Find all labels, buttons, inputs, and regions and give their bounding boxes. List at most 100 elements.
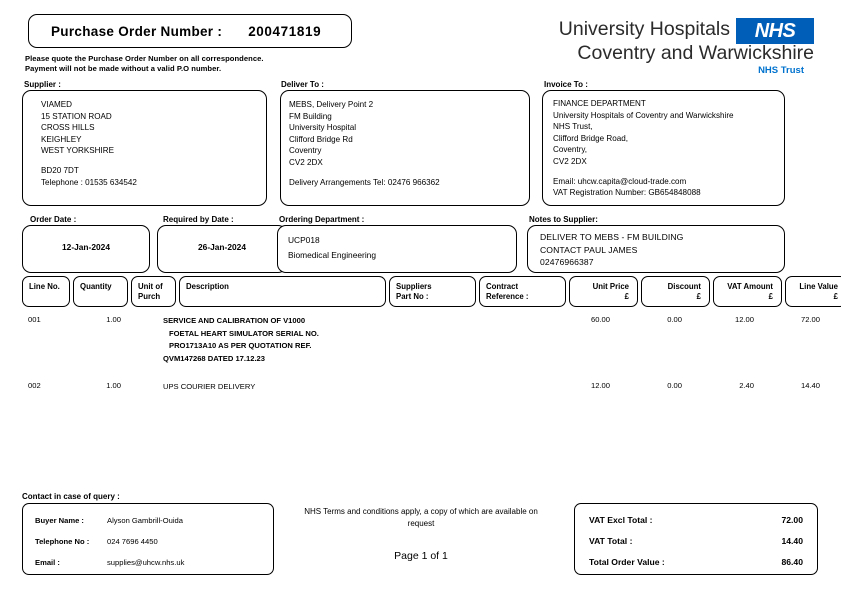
supplier-line-4: WEST YORKSHIRE (41, 146, 115, 156)
purchase-order-number: 200471819 (248, 23, 322, 39)
purchase-order-label: Purchase Order Number : (51, 23, 223, 39)
required-by-caption: Required by Date : (163, 215, 234, 224)
total-label-vat: VAT Total : (589, 536, 633, 546)
supplier-postcode: BD20 7DT (41, 165, 79, 175)
invoice-line-0: FINANCE DEPARTMENT (553, 99, 646, 108)
notes-to-supplier-caption: Notes to Supplier: (529, 215, 598, 224)
cell-unit-price: 12.00 (590, 381, 610, 390)
email-label: Email : (35, 558, 60, 567)
deliver-to-caption: Deliver To : (281, 80, 324, 89)
totals-box: VAT Excl Total : 72.00 VAT Total : 14.40… (574, 503, 818, 575)
deliver-line-4: Coventry (289, 146, 322, 156)
buyer-name-label: Buyer Name : (35, 516, 84, 525)
total-value-vat-excl: 72.00 (781, 515, 803, 525)
invoice-line-3: Clifford Bridge Road, (553, 133, 628, 143)
supplier-line-3: KEIGHLEY (41, 134, 82, 144)
cell-description: SERVICE AND CALIBRATION OF V1000 FOETAL … (163, 315, 319, 365)
nhs-trust-logo: University Hospitals NHS Coventry and Wa… (520, 18, 814, 76)
line-items-table-header: Line No. Quantity Unit of Purch Descript… (22, 276, 841, 307)
note-line-1: CONTACT PAUL JAMES (540, 244, 638, 255)
order-date-caption: Order Date : (30, 215, 77, 224)
cell-line-no: 001 (28, 315, 41, 324)
cell-line-value: 72.00 (800, 315, 820, 324)
ordering-department-caption: Ordering Department : (279, 215, 365, 224)
cell-description: UPS COURIER DELIVERY (163, 381, 255, 394)
deliver-line-1: FM Building (289, 111, 332, 121)
invoice-email: Email: uhcw.capita@cloud-trade.com (553, 176, 687, 186)
total-value-vat: 14.40 (781, 536, 803, 546)
supplier-line-2: CROSS HILLS (41, 123, 95, 133)
invoice-line-1: University Hospitals of Coventry and War… (553, 110, 734, 120)
invoice-to-box: FINANCE DEPARTMENT University Hospitals … (542, 90, 785, 206)
note-line-2: 02476966387 (540, 257, 594, 267)
deliver-to-address: MEBS, Delivery Point 2 FM Building Unive… (289, 99, 440, 188)
contact-query-box: Buyer Name : Alyson Gambrill-Ouida Telep… (22, 503, 274, 575)
supplier-telephone: Telephone : 01535 634542 (41, 177, 137, 187)
invoice-line-2: NHS Trust, (553, 122, 593, 132)
cell-quantity: 1.00 (106, 381, 121, 390)
total-label-vat-excl: VAT Excl Total : (589, 515, 653, 525)
column-header-suppliers-part-no: Suppliers Part No : (389, 276, 476, 307)
ordering-department-box: UCP018 Biomedical Engineering (277, 225, 517, 273)
deliver-line-3: Clifford Bridge Rd (289, 134, 353, 144)
telephone-value: 024 7696 4450 (107, 537, 158, 546)
cell-line-value: 14.40 (800, 381, 820, 390)
required-by-value: 26-Jan-2024 (198, 242, 246, 252)
po-note-line-2: Payment will not be made without a valid… (25, 64, 222, 73)
deliver-line-0: MEBS, Delivery Point 2 (289, 100, 374, 109)
notes-to-supplier-text: DELIVER TO MEBS - FM BUILDING CONTACT PA… (540, 231, 683, 269)
column-header-vat-amount: VAT Amount £ (713, 276, 782, 307)
invoice-line-4: Coventry, (553, 145, 588, 155)
column-header-line-value: Line Value £ (785, 276, 841, 307)
contact-query-caption: Contact in case of query : (22, 492, 120, 501)
supplier-line-1: 15 STATION ROAD (41, 111, 112, 121)
supplier-address: VIAMED 15 STATION ROAD CROSS HILLS KEIGH… (41, 99, 137, 188)
cell-vat-amount: 2.40 (739, 381, 754, 390)
invoice-to-caption: Invoice To : (544, 80, 588, 89)
logo-line-2: Coventry and Warwickshire (577, 42, 814, 64)
cell-quantity: 1.00 (106, 315, 121, 324)
cell-discount: 0.00 (667, 315, 682, 324)
order-date-value: 12-Jan-2024 (62, 242, 110, 252)
deliver-line-5: CV2 2DX (289, 157, 323, 167)
column-header-quantity: Quantity (73, 276, 128, 307)
telephone-label: Telephone No : (35, 537, 90, 546)
column-header-discount: Discount £ (641, 276, 710, 307)
total-value-order-value: 86.40 (781, 557, 803, 567)
column-header-unit-of-purch: Unit of Purch (131, 276, 176, 307)
total-label-order-value: Total Order Value : (589, 557, 665, 567)
required-by-date-box: 26-Jan-2024 (157, 225, 287, 273)
note-line-0: DELIVER TO MEBS - FM BUILDING (540, 232, 684, 242)
spacer (553, 168, 734, 176)
po-note-line-1: Please quote the Purchase Order Number o… (25, 54, 264, 63)
invoice-to-address: FINANCE DEPARTMENT University Hospitals … (553, 98, 734, 199)
cell-vat-amount: 12.00 (734, 315, 754, 324)
logo-line-1: University Hospitals (558, 18, 730, 40)
email-value: supplies@uhcw.nhs.uk (107, 558, 185, 567)
supplier-line-0: VIAMED (41, 100, 73, 109)
supplier-caption: Supplier : (24, 80, 61, 89)
column-header-description: Description (179, 276, 386, 307)
department-name: Biomedical Engineering (288, 250, 376, 260)
delivery-arrangements: Delivery Arrangements Tel: 02476 966362 (289, 177, 440, 187)
cell-unit-price: 60.00 (590, 315, 610, 324)
terms-and-conditions-text: NHS Terms and conditions apply, a copy o… (304, 507, 538, 528)
column-header-contract-reference: Contract Reference : (479, 276, 566, 307)
spacer (41, 157, 137, 165)
description-line-3: QVM147268 DATED 17.12.23 (163, 353, 266, 363)
purchase-order-number-box: Purchase Order Number : 200471819 (28, 14, 352, 48)
description-line-2: PRO1713A10 AS PER QUOTATION REF. (169, 341, 312, 351)
ordering-department-details: UCP018 Biomedical Engineering (288, 233, 376, 263)
deliver-line-2: University Hospital (289, 123, 357, 133)
invoice-line-5: CV2 2DX (553, 156, 587, 166)
description-line-1: FOETAL HEART SIMULATOR SERIAL NO. (169, 328, 319, 338)
spacer (289, 169, 440, 177)
order-date-box: 12-Jan-2024 (22, 225, 150, 273)
nhs-badge-icon: NHS (736, 18, 814, 44)
deliver-to-box: MEBS, Delivery Point 2 FM Building Unive… (280, 90, 530, 206)
column-header-line-no: Line No. (22, 276, 70, 307)
buyer-name-value: Alyson Gambrill-Ouida (107, 516, 183, 525)
nhs-badge-text: NHS (754, 19, 796, 42)
page-number: Page 1 of 1 (394, 550, 448, 562)
column-header-unit-price: Unit Price £ (569, 276, 638, 307)
